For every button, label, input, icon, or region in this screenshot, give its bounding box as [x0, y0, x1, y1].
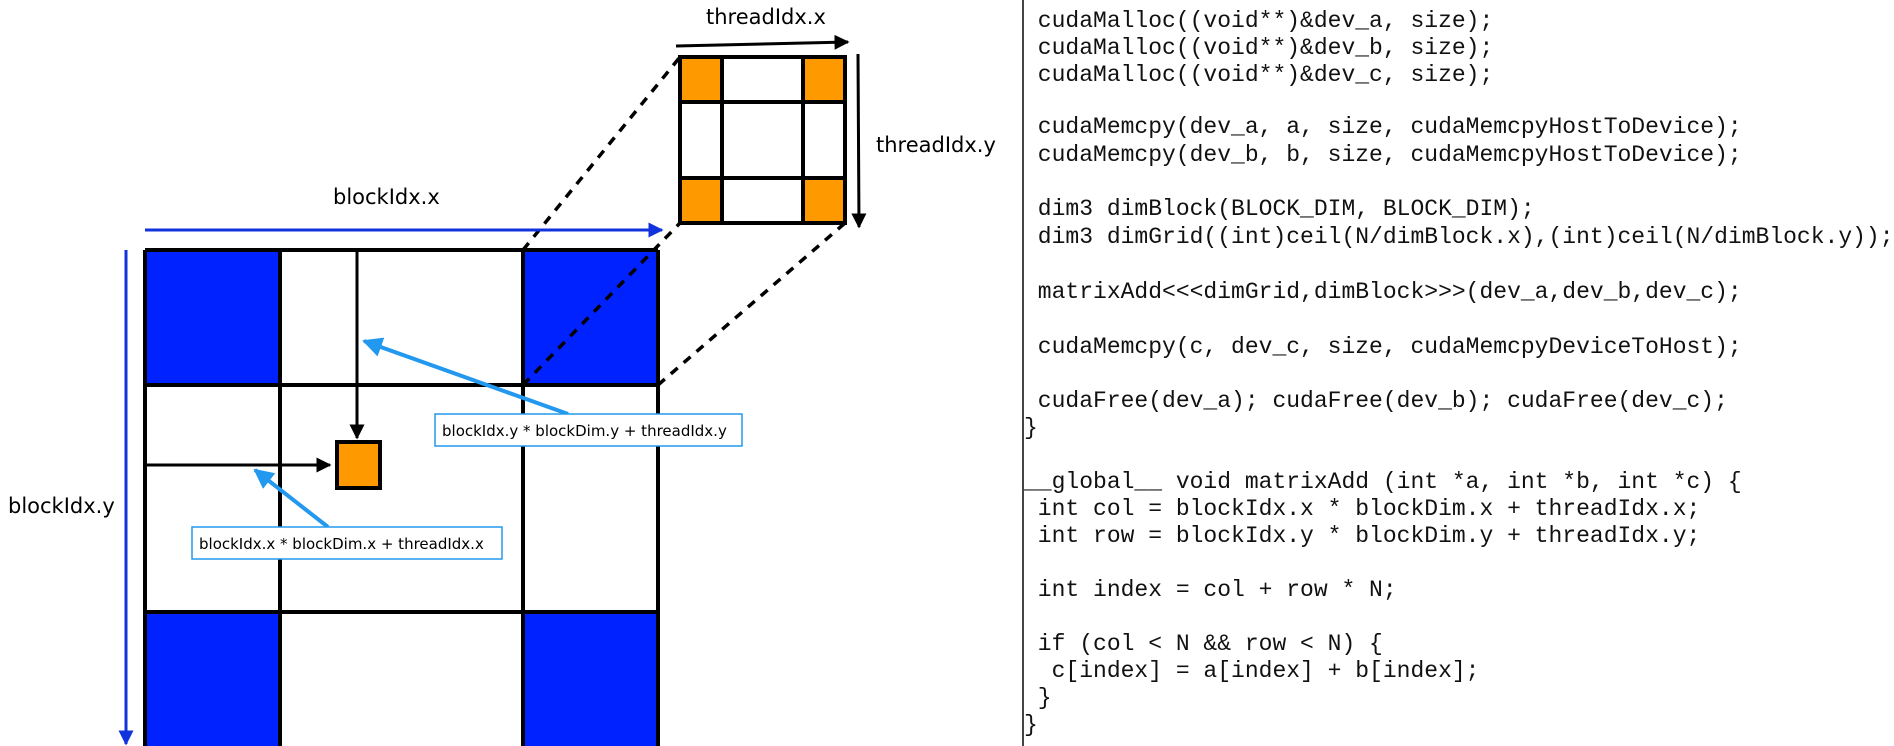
code-line: dim3 dimGrid((int)ceil(N/dimBlock.x),(in…: [1024, 224, 1894, 250]
cuda-grid-diagram: blockIdx.y * blockDim.y + threadIdx.y bl…: [8, 5, 996, 746]
thread-cell: [803, 57, 845, 102]
code-line: dim3 dimBlock(BLOCK_DIM, BLOCK_DIM);: [1024, 196, 1535, 222]
thread-y-label: threadIdx.y: [876, 133, 996, 157]
target-thread-cell: [335, 440, 382, 490]
col-formula-pointer: [253, 468, 330, 529]
grid-block-cell: [523, 612, 658, 746]
col-formula-box: [191, 526, 503, 560]
thread-cell: [803, 178, 845, 223]
zoom-lines: [521, 55, 847, 387]
code-line: cudaMemcpy(c, dev_c, size, cudaMemcpyDev…: [1024, 334, 1742, 360]
code-line: cudaMemcpy(dev_a, a, size, cudaMemcpyHos…: [1024, 114, 1742, 140]
block-grid-lines: [143, 248, 660, 746]
thread-x-arrow: [675, 34, 850, 50]
code-panel: cudaMalloc((void**)&dev_a, size); cudaMa…: [1022, 0, 1894, 746]
thread-cell: [680, 178, 722, 223]
code-line: int row = blockIdx.y * blockDim.y + thre…: [1024, 523, 1701, 549]
grid-block-cell: [145, 250, 280, 385]
block-x-label: blockIdx.x: [333, 185, 440, 209]
row-formula-box: [434, 413, 743, 447]
code-line: cudaMalloc((void**)&dev_c, size);: [1024, 62, 1494, 88]
code-line: }: [1024, 712, 1038, 738]
thread-cell: [680, 57, 722, 102]
block-y-label: blockIdx.y: [8, 494, 115, 518]
slide: blockIdx.y * blockDim.y + threadIdx.y bl…: [8, 0, 1894, 746]
code-line: if (col < N && row < N) {: [1024, 631, 1383, 657]
code-line: cudaMemcpy(dev_b, b, size, cudaMemcpyHos…: [1024, 142, 1742, 168]
thread-x-label: threadIdx.x: [706, 5, 826, 29]
code-line: cudaMalloc((void**)&dev_b, size);: [1024, 35, 1494, 61]
thread-block: [678, 55, 847, 225]
code-line: }: [1024, 685, 1052, 711]
code-line: cudaFree(dev_a); cudaFree(dev_b); cudaFr…: [1024, 388, 1728, 414]
row-formula-label: blockIdx.y * blockDim.y + threadIdx.y: [442, 422, 727, 440]
code-line: cudaMalloc((void**)&dev_a, size);: [1024, 8, 1494, 34]
col-formula-label: blockIdx.x * blockDim.x + threadIdx.x: [199, 535, 484, 553]
code-line: int col = blockIdx.x * blockDim.x + thre…: [1024, 496, 1701, 522]
code-line: matrixAdd<<<dimGrid,dimBlock>>>(dev_a,de…: [1024, 279, 1742, 305]
code-line: c[index] = a[index] + b[index];: [1024, 658, 1480, 684]
grid-block-cell: [145, 612, 280, 746]
thread-y-arrow: [851, 53, 867, 229]
code-line: int index = col + row * N;: [1024, 577, 1397, 603]
code-line: __global__ void matrixAdd (int *a, int *…: [1024, 469, 1742, 495]
code-line: }: [1024, 415, 1038, 441]
grid-block-cell: [523, 250, 658, 385]
row-formula-pointer: [362, 337, 569, 416]
block-grid-fill: [145, 250, 658, 746]
